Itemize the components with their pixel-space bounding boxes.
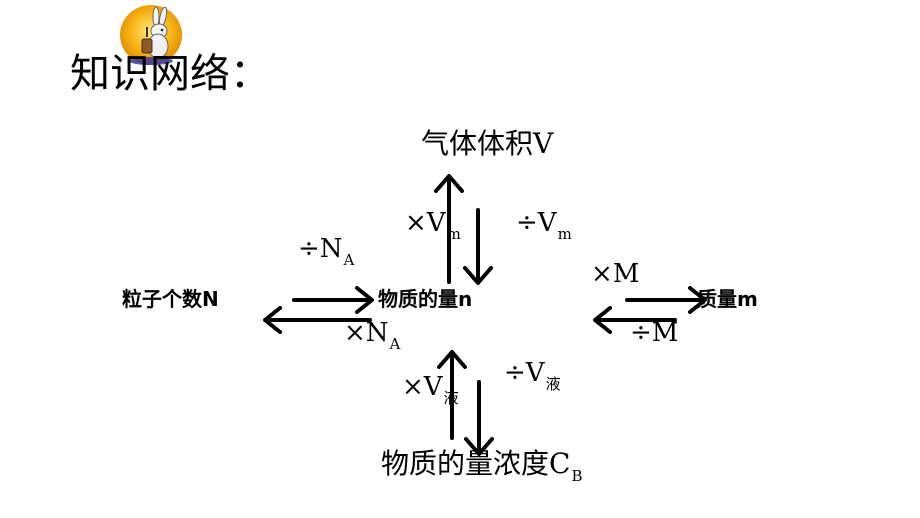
- op-divide-solution-volume-text: ÷V: [504, 358, 545, 388]
- arrow-particles-to-amount: [292, 286, 374, 314]
- node-particle-count: 粒子个数N: [122, 287, 219, 311]
- node-molar-concentration-subscript: B: [571, 467, 583, 485]
- op-divide-solution-volume: ÷V液: [504, 358, 561, 392]
- op-divide-molar-volume: ÷Vm: [516, 208, 572, 242]
- arrow-mass-to-amount: [593, 306, 677, 334]
- arrow-concentration-to-amount: [437, 350, 467, 440]
- arrow-amount-to-gas-volume: [434, 174, 464, 284]
- op-divide-avogadro: ÷NA: [298, 234, 354, 268]
- node-amount-of-substance: 物质的量n: [378, 287, 473, 311]
- arrow-amount-to-particles: [263, 306, 372, 334]
- page-title: 知识网络：: [70, 51, 270, 97]
- arrow-gas-volume-to-amount: [463, 208, 493, 285]
- op-times-avogadro: ×NA: [344, 318, 400, 352]
- op-divide-molar-volume-subscript: m: [557, 225, 572, 243]
- op-times-avogadro-subscript: A: [389, 335, 401, 353]
- rabbit-logo-icon: [120, 5, 182, 65]
- node-molar-concentration: 物质的量浓度CB: [381, 447, 582, 484]
- op-divide-avogadro-text: ÷N: [298, 234, 343, 264]
- node-gas-volume: 气体体积V: [421, 127, 554, 160]
- op-divide-molar-volume-text: ÷V: [516, 208, 557, 238]
- op-divide-avogadro-subscript: A: [343, 251, 355, 269]
- op-times-molar-volume-text: ×V: [405, 208, 446, 238]
- node-mass: 质量m: [697, 287, 758, 311]
- op-times-solution-volume-text: ×V: [402, 372, 443, 402]
- node-molar-concentration-text: 物质的量浓度C: [381, 447, 571, 480]
- op-divide-molar-mass: ÷M: [630, 318, 679, 348]
- op-divide-solution-volume-subscript: 液: [545, 375, 561, 393]
- arrow-amount-to-mass: [625, 286, 707, 314]
- op-times-molar-mass: ×M: [591, 259, 640, 289]
- op-times-avogadro-text: ×N: [344, 318, 389, 348]
- arrow-amount-to-concentration: [464, 380, 494, 456]
